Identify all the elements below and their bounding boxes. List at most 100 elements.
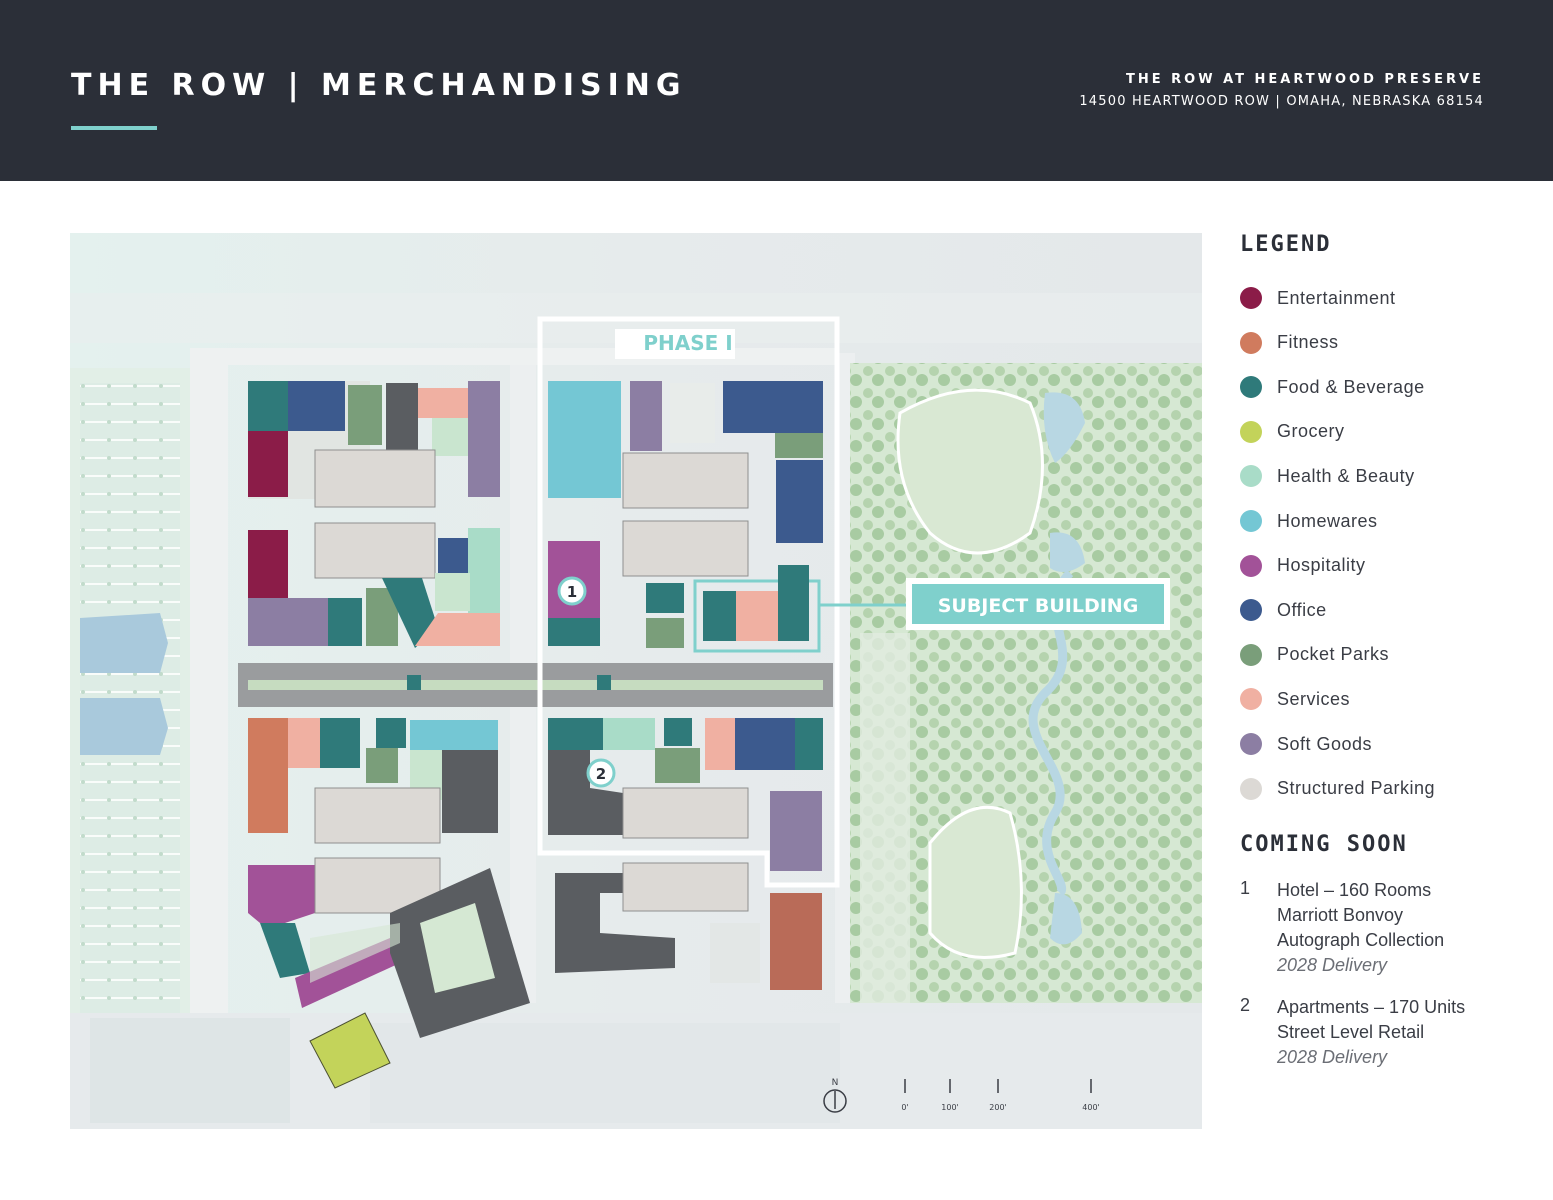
- subject-bldg-food-beverage-2: [778, 565, 809, 641]
- legend-item: Grocery: [1240, 420, 1345, 444]
- boulevard-median: [248, 680, 823, 690]
- bldg-nw-entertainment: [248, 431, 288, 497]
- park-lawn-north: [896, 388, 1044, 555]
- subject-bldg-food-beverage: [703, 591, 736, 641]
- bldg-p1-soft-goods: [630, 381, 662, 451]
- legend-label: Pocket Parks: [1277, 644, 1390, 665]
- bldg-p1-services-south: [705, 718, 735, 770]
- legend-swatch: [1240, 465, 1262, 488]
- park-pond-north: [1043, 392, 1085, 463]
- coming-soon-line: Marriott Bonvoy: [1277, 905, 1404, 925]
- subject-bldg-services: [736, 591, 786, 641]
- legend-item: Health & Beauty: [1240, 464, 1415, 488]
- site-plan-map: PHASE I 1 SUBJECT BUILDING 2 N 0' 100': [70, 233, 1202, 1129]
- bldg-w3-homewares: [410, 720, 498, 750]
- bldg-p1-food-beverage-south: [548, 718, 603, 750]
- coming-soon-line: Hotel – 160 Rooms: [1277, 880, 1432, 900]
- legend-label: Food & Beverage: [1277, 376, 1425, 397]
- pond-west-2: [80, 698, 168, 755]
- north-road: [228, 348, 838, 365]
- scale-label-100: 100': [941, 1103, 958, 1112]
- bldg-nw-food-beverage: [248, 381, 288, 431]
- legend-swatch: [1240, 733, 1262, 755]
- marker-1: [557, 576, 587, 606]
- coming-soon-line: Street Level Retail: [1277, 1022, 1425, 1042]
- bldg-w2-food-beverage: [328, 598, 362, 646]
- subject-building-label: SUBJECT BUILDING: [938, 595, 1139, 617]
- legend-swatch: [1240, 420, 1262, 443]
- legend-item: Hospitality: [1240, 554, 1366, 578]
- phase-one-label: PHASE I: [643, 331, 732, 355]
- legend-label: Fitness: [1277, 332, 1339, 353]
- coming-soon-number: 1: [1240, 878, 1251, 898]
- legend-swatch: [1240, 287, 1262, 309]
- legend-item: Entertainment: [1240, 286, 1396, 310]
- legend-label: Grocery: [1277, 421, 1345, 442]
- coming-soon-delivery: 2028 Delivery: [1277, 955, 1388, 975]
- legend-title: LEGEND: [1240, 232, 1332, 257]
- parking-deck-w2: [314, 522, 436, 579]
- bldg-p1-health-beauty: [603, 718, 655, 750]
- subject-building-outline: [693, 579, 821, 653]
- page-title: THE ROW | MERCHANDISING: [71, 68, 687, 103]
- bldg-w2-services: [415, 613, 500, 646]
- legend-swatch: [1240, 688, 1262, 711]
- scale-label-0: 0': [901, 1103, 908, 1112]
- phase-one-boundary: [537, 316, 840, 888]
- coming-soon-title: COMING SOON: [1240, 832, 1408, 857]
- pocket-park-w3: [366, 748, 398, 783]
- legend-item: Soft Goods: [1240, 732, 1372, 756]
- pocket-park-p1: [646, 618, 684, 648]
- bldg-se-fitness: [770, 893, 822, 990]
- header-bar: THE ROW | MERCHANDISING THE ROW AT HEART…: [0, 0, 1553, 181]
- bldg-nw-services: [418, 388, 468, 418]
- north-arrow-icon: [823, 1089, 847, 1113]
- bldg-p1-soft-goods-south: [770, 791, 822, 871]
- property-name: THE ROW AT HEARTWOOD PRESERVE: [1125, 72, 1484, 87]
- coming-soon-delivery: 2028 Delivery: [1277, 1047, 1388, 1067]
- legend-swatch: [1240, 331, 1262, 354]
- legend-label: Office: [1277, 599, 1327, 620]
- marker-2-label: 2: [596, 765, 606, 783]
- bldg-sw-hospitality: [248, 865, 315, 923]
- bldg-w3-food-beverage: [320, 718, 360, 768]
- bldg-w3-services: [288, 718, 320, 768]
- park-pond-middle: [1050, 532, 1085, 572]
- legend-item: Office: [1240, 598, 1327, 622]
- bldg-p1-residential: [548, 750, 623, 835]
- bldg-w3-fitness: [248, 718, 288, 833]
- legend-swatch: [1240, 643, 1262, 666]
- legend-label: Services: [1277, 688, 1351, 709]
- coming-soon-line: Autograph Collection: [1277, 930, 1445, 950]
- parking-deck-s: [622, 862, 749, 912]
- marker-2: [586, 758, 616, 788]
- parking-deck-w3: [314, 787, 441, 844]
- title-underline: [71, 126, 157, 130]
- legend-item: Homewares: [1240, 509, 1378, 533]
- park-pond-south: [1050, 893, 1082, 945]
- legend-swatch: [1240, 554, 1262, 577]
- parking-deck-nw: [314, 449, 436, 508]
- north-label: N: [832, 1078, 839, 1088]
- scale-label-400: 400': [1082, 1103, 1099, 1112]
- parking-deck-p1-south: [622, 787, 749, 839]
- legend-item: Fitness: [1240, 331, 1339, 355]
- legend-swatch: [1240, 777, 1262, 800]
- legend-swatch: [1240, 376, 1262, 399]
- pocket-park-nw: [348, 385, 382, 445]
- bldg-sw-hospitality-2: [295, 938, 400, 1008]
- bldg-nw-soft-goods: [468, 381, 500, 497]
- legend-label: Entertainment: [1277, 287, 1396, 308]
- legend-swatch: [1240, 599, 1262, 622]
- pond-west-1: [80, 613, 168, 673]
- bldg-p1-homewares: [548, 381, 621, 498]
- legend-item: Pocket Parks: [1240, 643, 1389, 667]
- legend-label: Soft Goods: [1277, 733, 1373, 754]
- property-address: 14500 HEARTWOOD ROW | OMAHA, NEBRASKA 68…: [1079, 94, 1484, 109]
- coming-soon-line: Apartments – 170 Units: [1277, 997, 1466, 1017]
- parking-deck-p1-middle: [622, 520, 749, 577]
- legend-swatch: [1240, 510, 1262, 532]
- legend-label: Hospitality: [1277, 555, 1366, 576]
- legend-item: Food & Beverage: [1240, 375, 1425, 399]
- bldg-sw-grocery: [309, 1012, 391, 1089]
